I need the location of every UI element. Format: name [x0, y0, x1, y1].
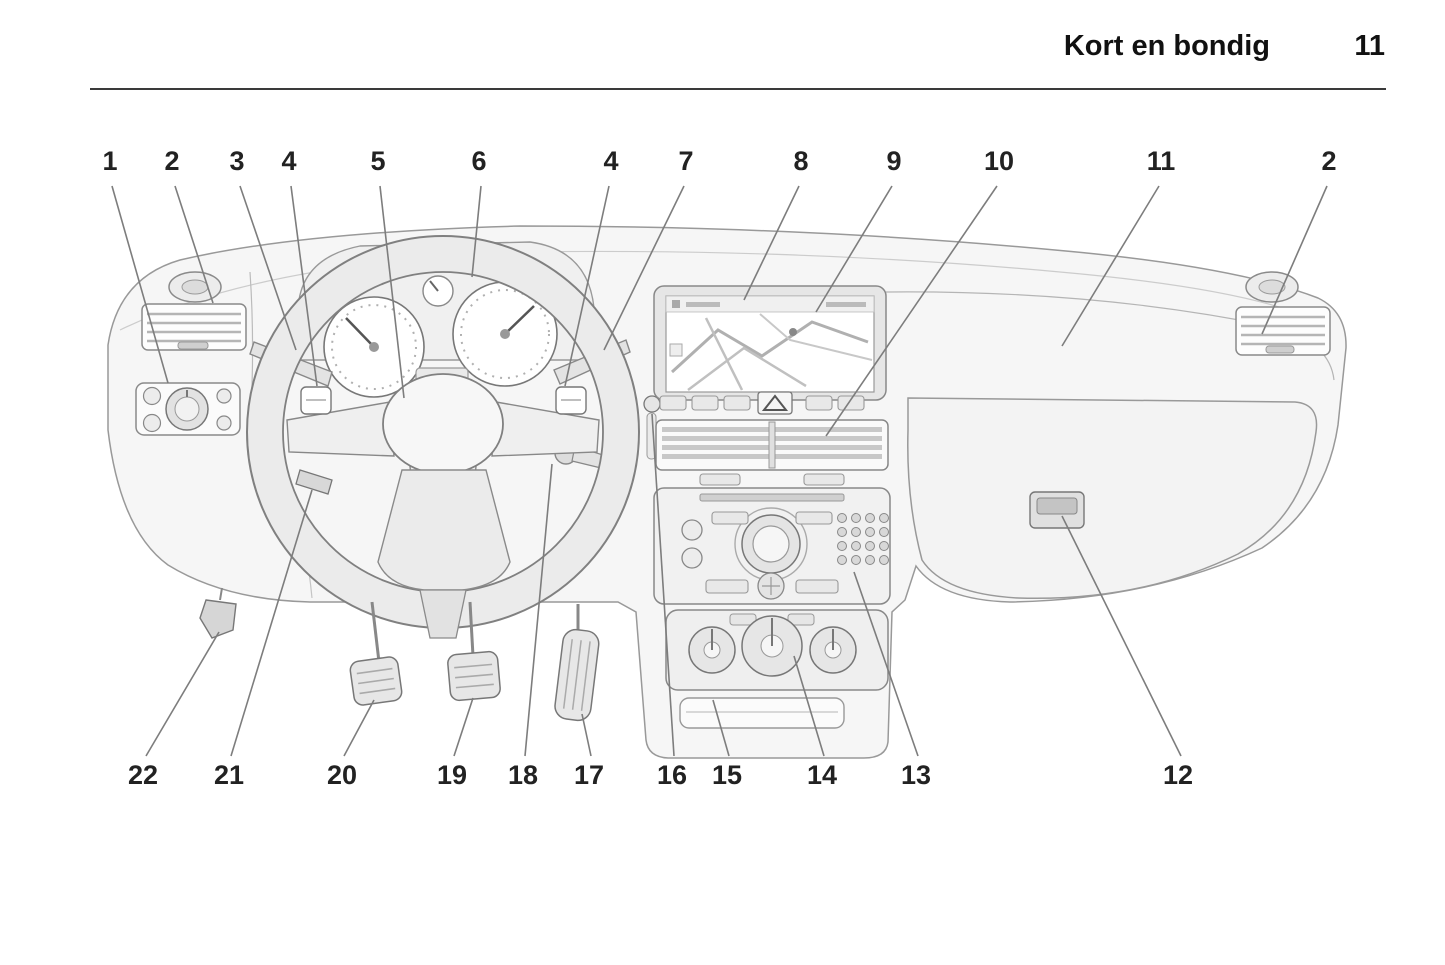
callout-21: 21: [213, 760, 245, 790]
callout-13: 13: [900, 760, 932, 790]
callout-8: 8: [793, 146, 809, 176]
callout-9: 9: [886, 146, 902, 176]
callout-4b: 4: [603, 146, 619, 176]
radio-unit: [653, 487, 891, 605]
callout-17: 17: [573, 760, 605, 790]
steering-column: [377, 469, 511, 639]
right-tweeter-speaker: [1245, 271, 1299, 303]
callout-5: 5: [370, 146, 386, 176]
console-storage-tray: [679, 697, 845, 729]
page-number: 11: [1354, 30, 1385, 62]
callout-6: 6: [471, 146, 487, 176]
callout-4: 4: [281, 146, 297, 176]
bonnet-release-lever: [199, 587, 237, 639]
climate-control-panel: [665, 609, 889, 691]
callout-2b: 2: [1321, 146, 1337, 176]
hazard-warning-button: [757, 391, 793, 415]
light-switch-panel: [135, 382, 241, 436]
display-button-row: [659, 395, 865, 411]
glove-box: [907, 397, 1318, 600]
callout-19: 19: [436, 760, 468, 790]
left-air-vent: [141, 303, 247, 351]
page-title: Kort en bondig: [1063, 30, 1270, 62]
center-air-vents: [655, 419, 889, 486]
clutch-pedal: [349, 601, 403, 706]
callout-20: 20: [326, 760, 358, 790]
callout-12: 12: [1162, 760, 1194, 790]
callout-14: 14: [806, 760, 838, 790]
callout-2: 2: [164, 146, 180, 176]
callout-15: 15: [711, 760, 743, 790]
callout-16: 16: [656, 760, 688, 790]
callout-1: 1: [102, 146, 118, 176]
left-tweeter-speaker: [168, 271, 222, 303]
steering-wheel-button-right: [555, 386, 587, 415]
callout-10: 10: [983, 146, 1015, 176]
steering-wheel-button-left: [300, 386, 332, 415]
callout-22: 22: [127, 760, 159, 790]
callout-leader-lines: [111, 185, 1328, 757]
brake-pedal: [447, 601, 501, 702]
callout-18: 18: [507, 760, 539, 790]
callout-11: 11: [1146, 146, 1176, 176]
accelerator-pedal: [554, 604, 600, 722]
steering-adjust-lever: [295, 469, 333, 495]
callout-3: 3: [229, 146, 245, 176]
header-divider: [90, 88, 1386, 90]
callout-7: 7: [678, 146, 694, 176]
info-display: [653, 285, 887, 401]
right-air-vent: [1235, 306, 1331, 356]
